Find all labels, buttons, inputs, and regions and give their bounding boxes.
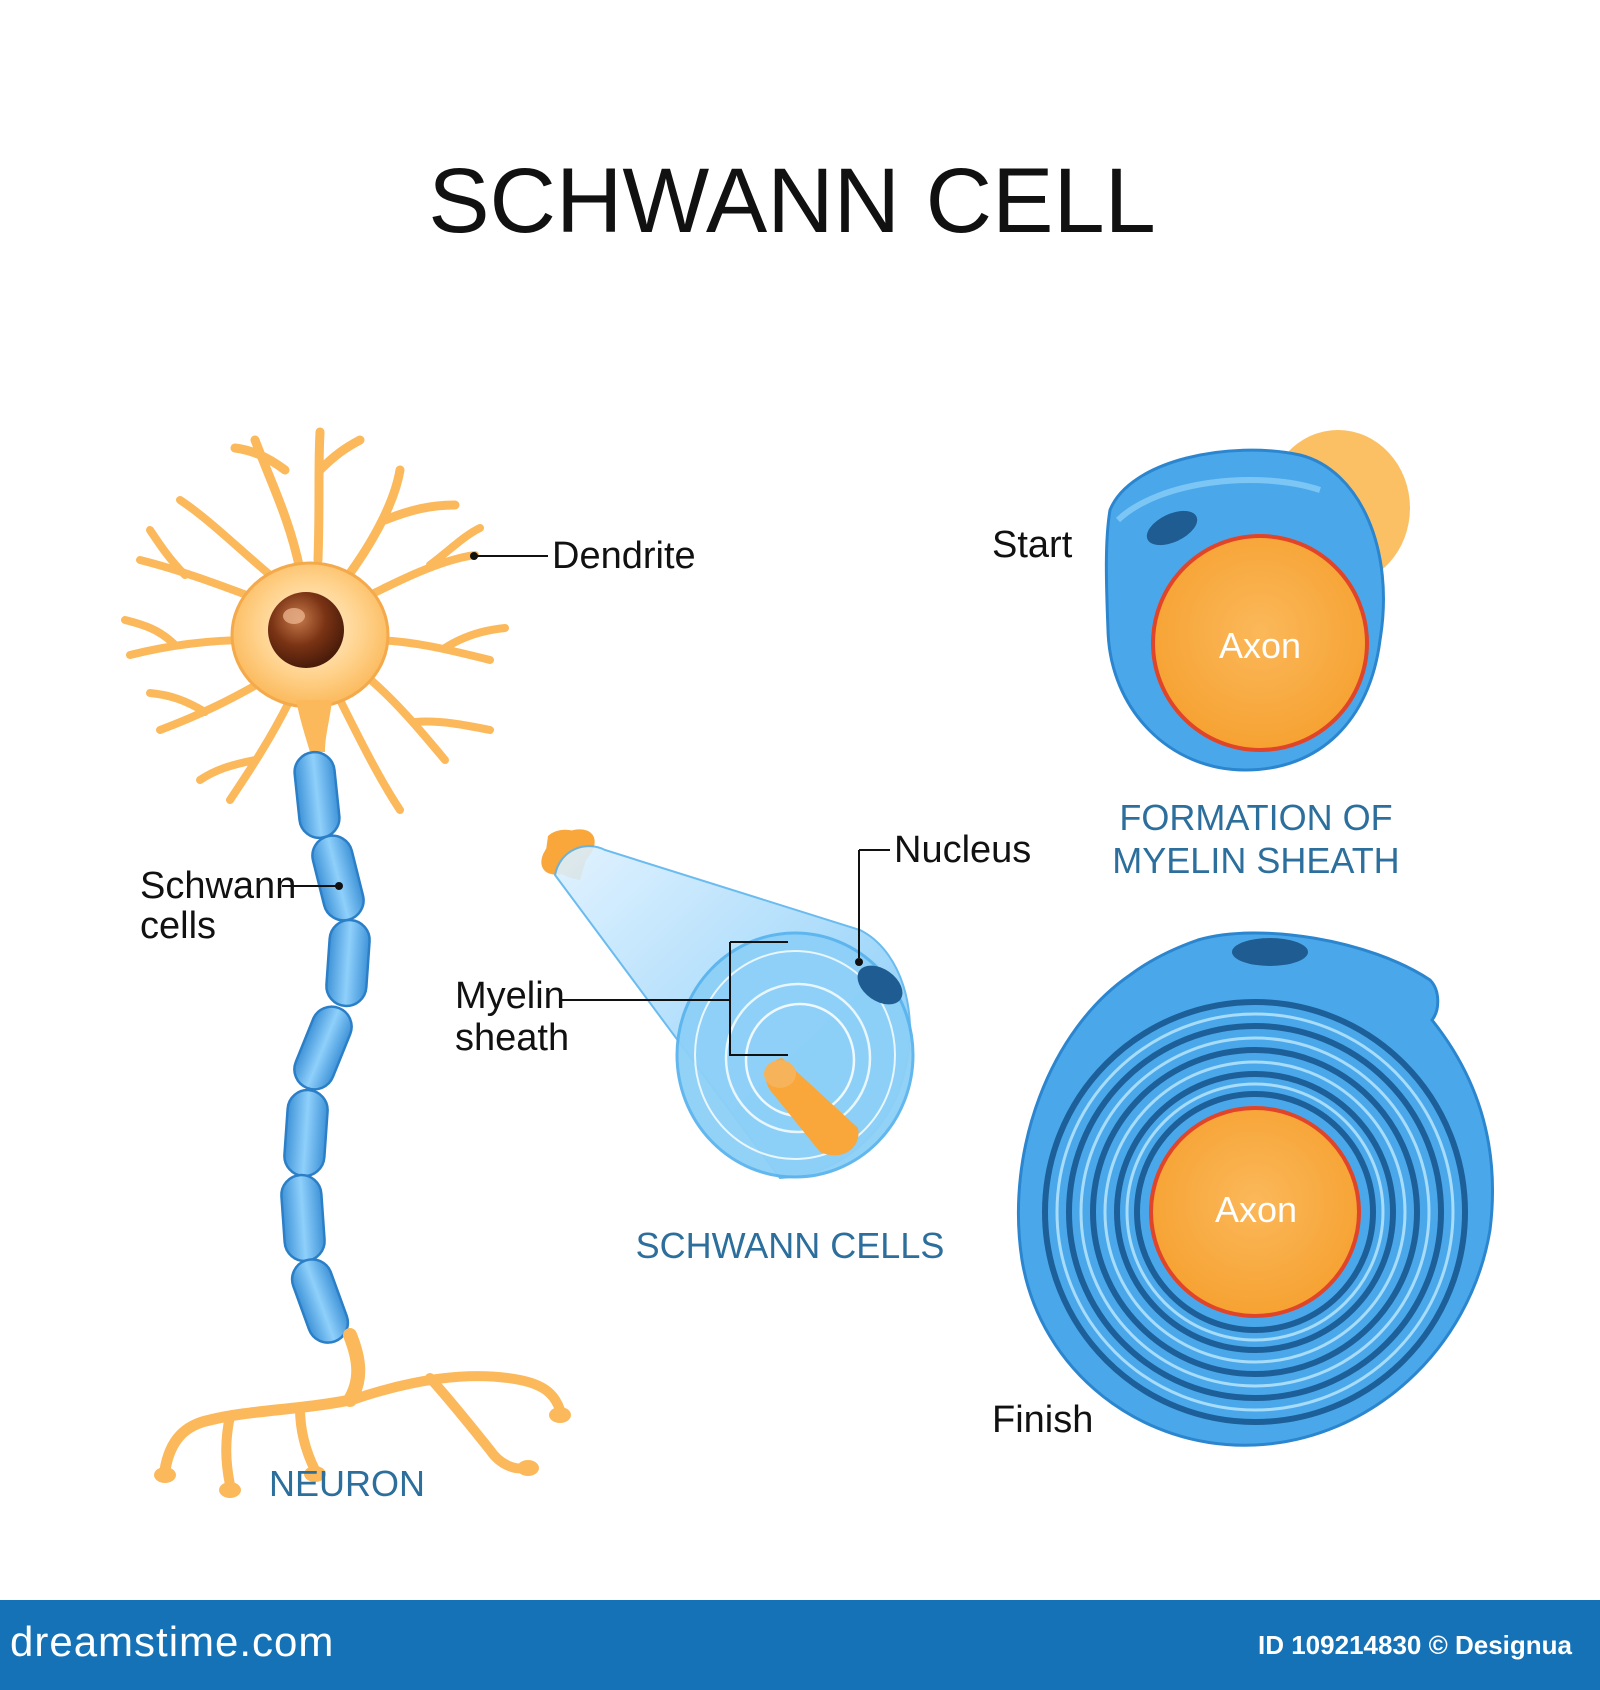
schwann-cells-label-line1: Schwann <box>140 865 296 907</box>
formation-caption-line1: FORMATION OF <box>1119 797 1392 838</box>
terminal-buttons <box>154 1407 571 1498</box>
formation-caption-line2: MYELIN SHEATH <box>1112 840 1399 881</box>
dendrite-callout <box>470 552 548 560</box>
neuron-nucleus <box>268 592 344 668</box>
formation-finish-illustration <box>1016 931 1494 1447</box>
schwann-nucleus <box>857 965 903 1005</box>
page-title: SCHWANN CELL <box>428 150 1156 252</box>
nucleus-callout <box>855 849 890 966</box>
schwann-nucleus-start <box>1146 510 1198 546</box>
neuron-caption: NEURON <box>269 1463 425 1504</box>
schwann-nucleus-finish <box>1232 938 1308 966</box>
start-label: Start <box>992 524 1073 566</box>
dendrite-label: Dendrite <box>552 535 696 577</box>
dendrites <box>121 427 509 814</box>
myelinated-axon-illustration <box>541 829 915 1180</box>
axon-label-top: Axon <box>1219 625 1301 666</box>
finish-label: Finish <box>992 1399 1093 1441</box>
schwann-cells-label-line2: cells <box>140 905 216 947</box>
axon-label-bottom: Axon <box>1215 1189 1297 1230</box>
footer-bar: dreamstime.com ID 109214830 © Designua <box>0 1600 1600 1690</box>
axon-finish <box>1149 1106 1361 1318</box>
myelin-sheath-label-line2: sheath <box>455 1017 569 1059</box>
schwann-cells-callout <box>282 882 343 890</box>
axon-start <box>1151 534 1369 752</box>
neuron-illustration <box>121 427 571 1498</box>
schwann-cells-caption: SCHWANN CELLS <box>636 1225 945 1266</box>
myelin-cross-section <box>675 931 915 1179</box>
myelin-sheath-callout <box>562 941 788 1056</box>
nucleus-label: Nucleus <box>894 829 1031 871</box>
schwann-cell-segments <box>280 750 371 1344</box>
axon-terminal <box>159 1328 565 1490</box>
myelin-sheath-label-line1: Myelin <box>455 975 565 1017</box>
footer-brand[interactable]: dreamstime.com <box>10 1618 335 1665</box>
footer-credit: ID 109214830 © Designua <box>1258 1630 1572 1660</box>
formation-start-illustration <box>1104 430 1410 772</box>
